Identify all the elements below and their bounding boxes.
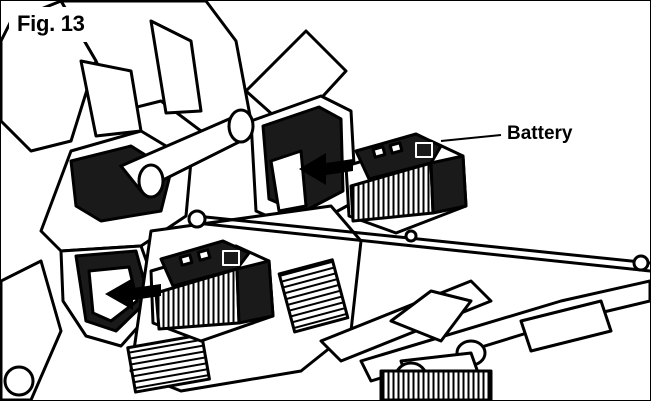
battery-callout-label: Battery: [507, 123, 573, 144]
center-tube: [118, 108, 255, 199]
insert-arrow-upper: [299, 153, 353, 185]
right-battery-bay: [244, 29, 358, 233]
handle-rod: [187, 209, 650, 273]
lower-frame: [319, 279, 650, 400]
figure-label: Fig. 13: [9, 7, 97, 42]
battery-lower: [149, 239, 275, 343]
battery-leader-line: [440, 134, 502, 142]
insert-arrow-lower: [105, 278, 161, 310]
battery-upper: [344, 132, 468, 235]
